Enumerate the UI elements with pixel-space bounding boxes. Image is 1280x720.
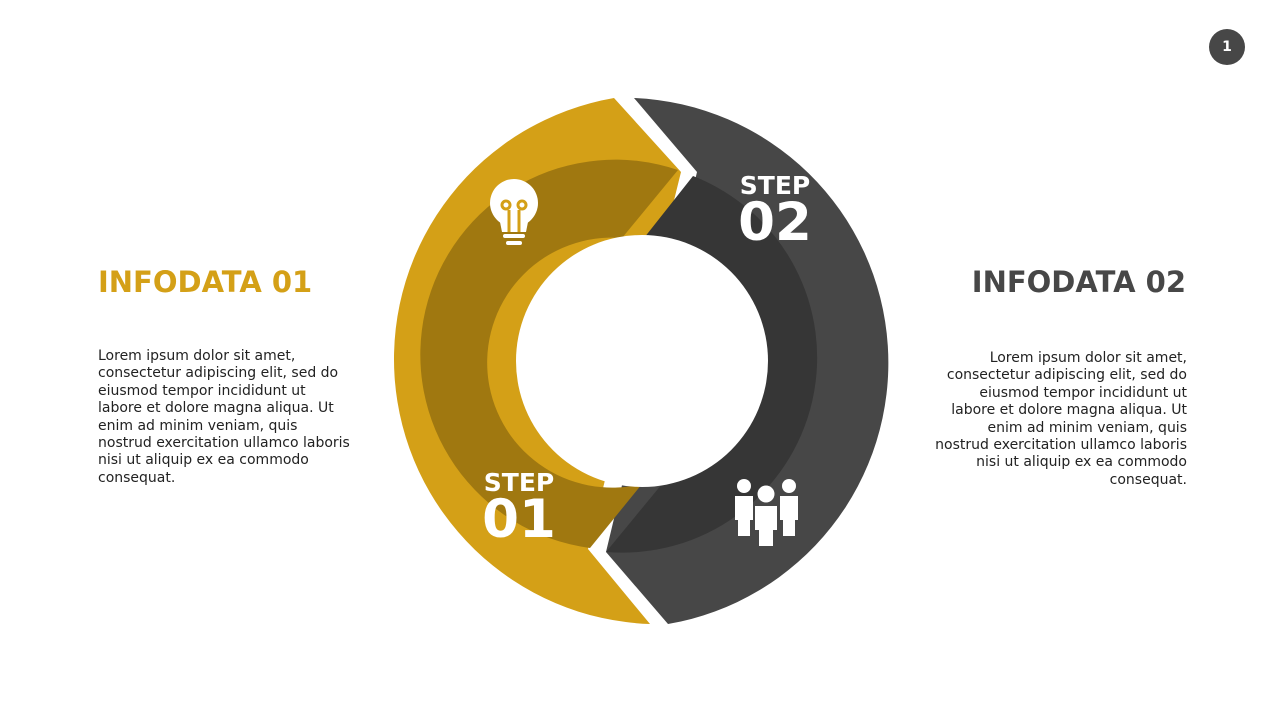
step-01-word: STEP — [484, 468, 554, 497]
center-hole — [516, 235, 768, 487]
infodata-02-body: Lorem ipsum dolor sit amet, consectetur … — [935, 350, 1187, 488]
step-02-inner-band — [606, 176, 818, 553]
infodata-02-title: INFODATA 02 — [971, 265, 1186, 299]
page-number-badge: 1 — [1209, 29, 1245, 65]
lightbulb-icon — [490, 179, 538, 245]
step-01-number: 01 — [482, 489, 556, 550]
team-icon — [735, 479, 798, 546]
step-02-number: 02 — [738, 192, 812, 253]
step-01-inner-band — [420, 159, 678, 548]
infodata-01-title: INFODATA 01 — [98, 265, 313, 299]
step-02-word: STEP — [740, 171, 810, 200]
infodata-01-body: Lorem ipsum dolor sit amet, consectetur … — [98, 348, 350, 486]
